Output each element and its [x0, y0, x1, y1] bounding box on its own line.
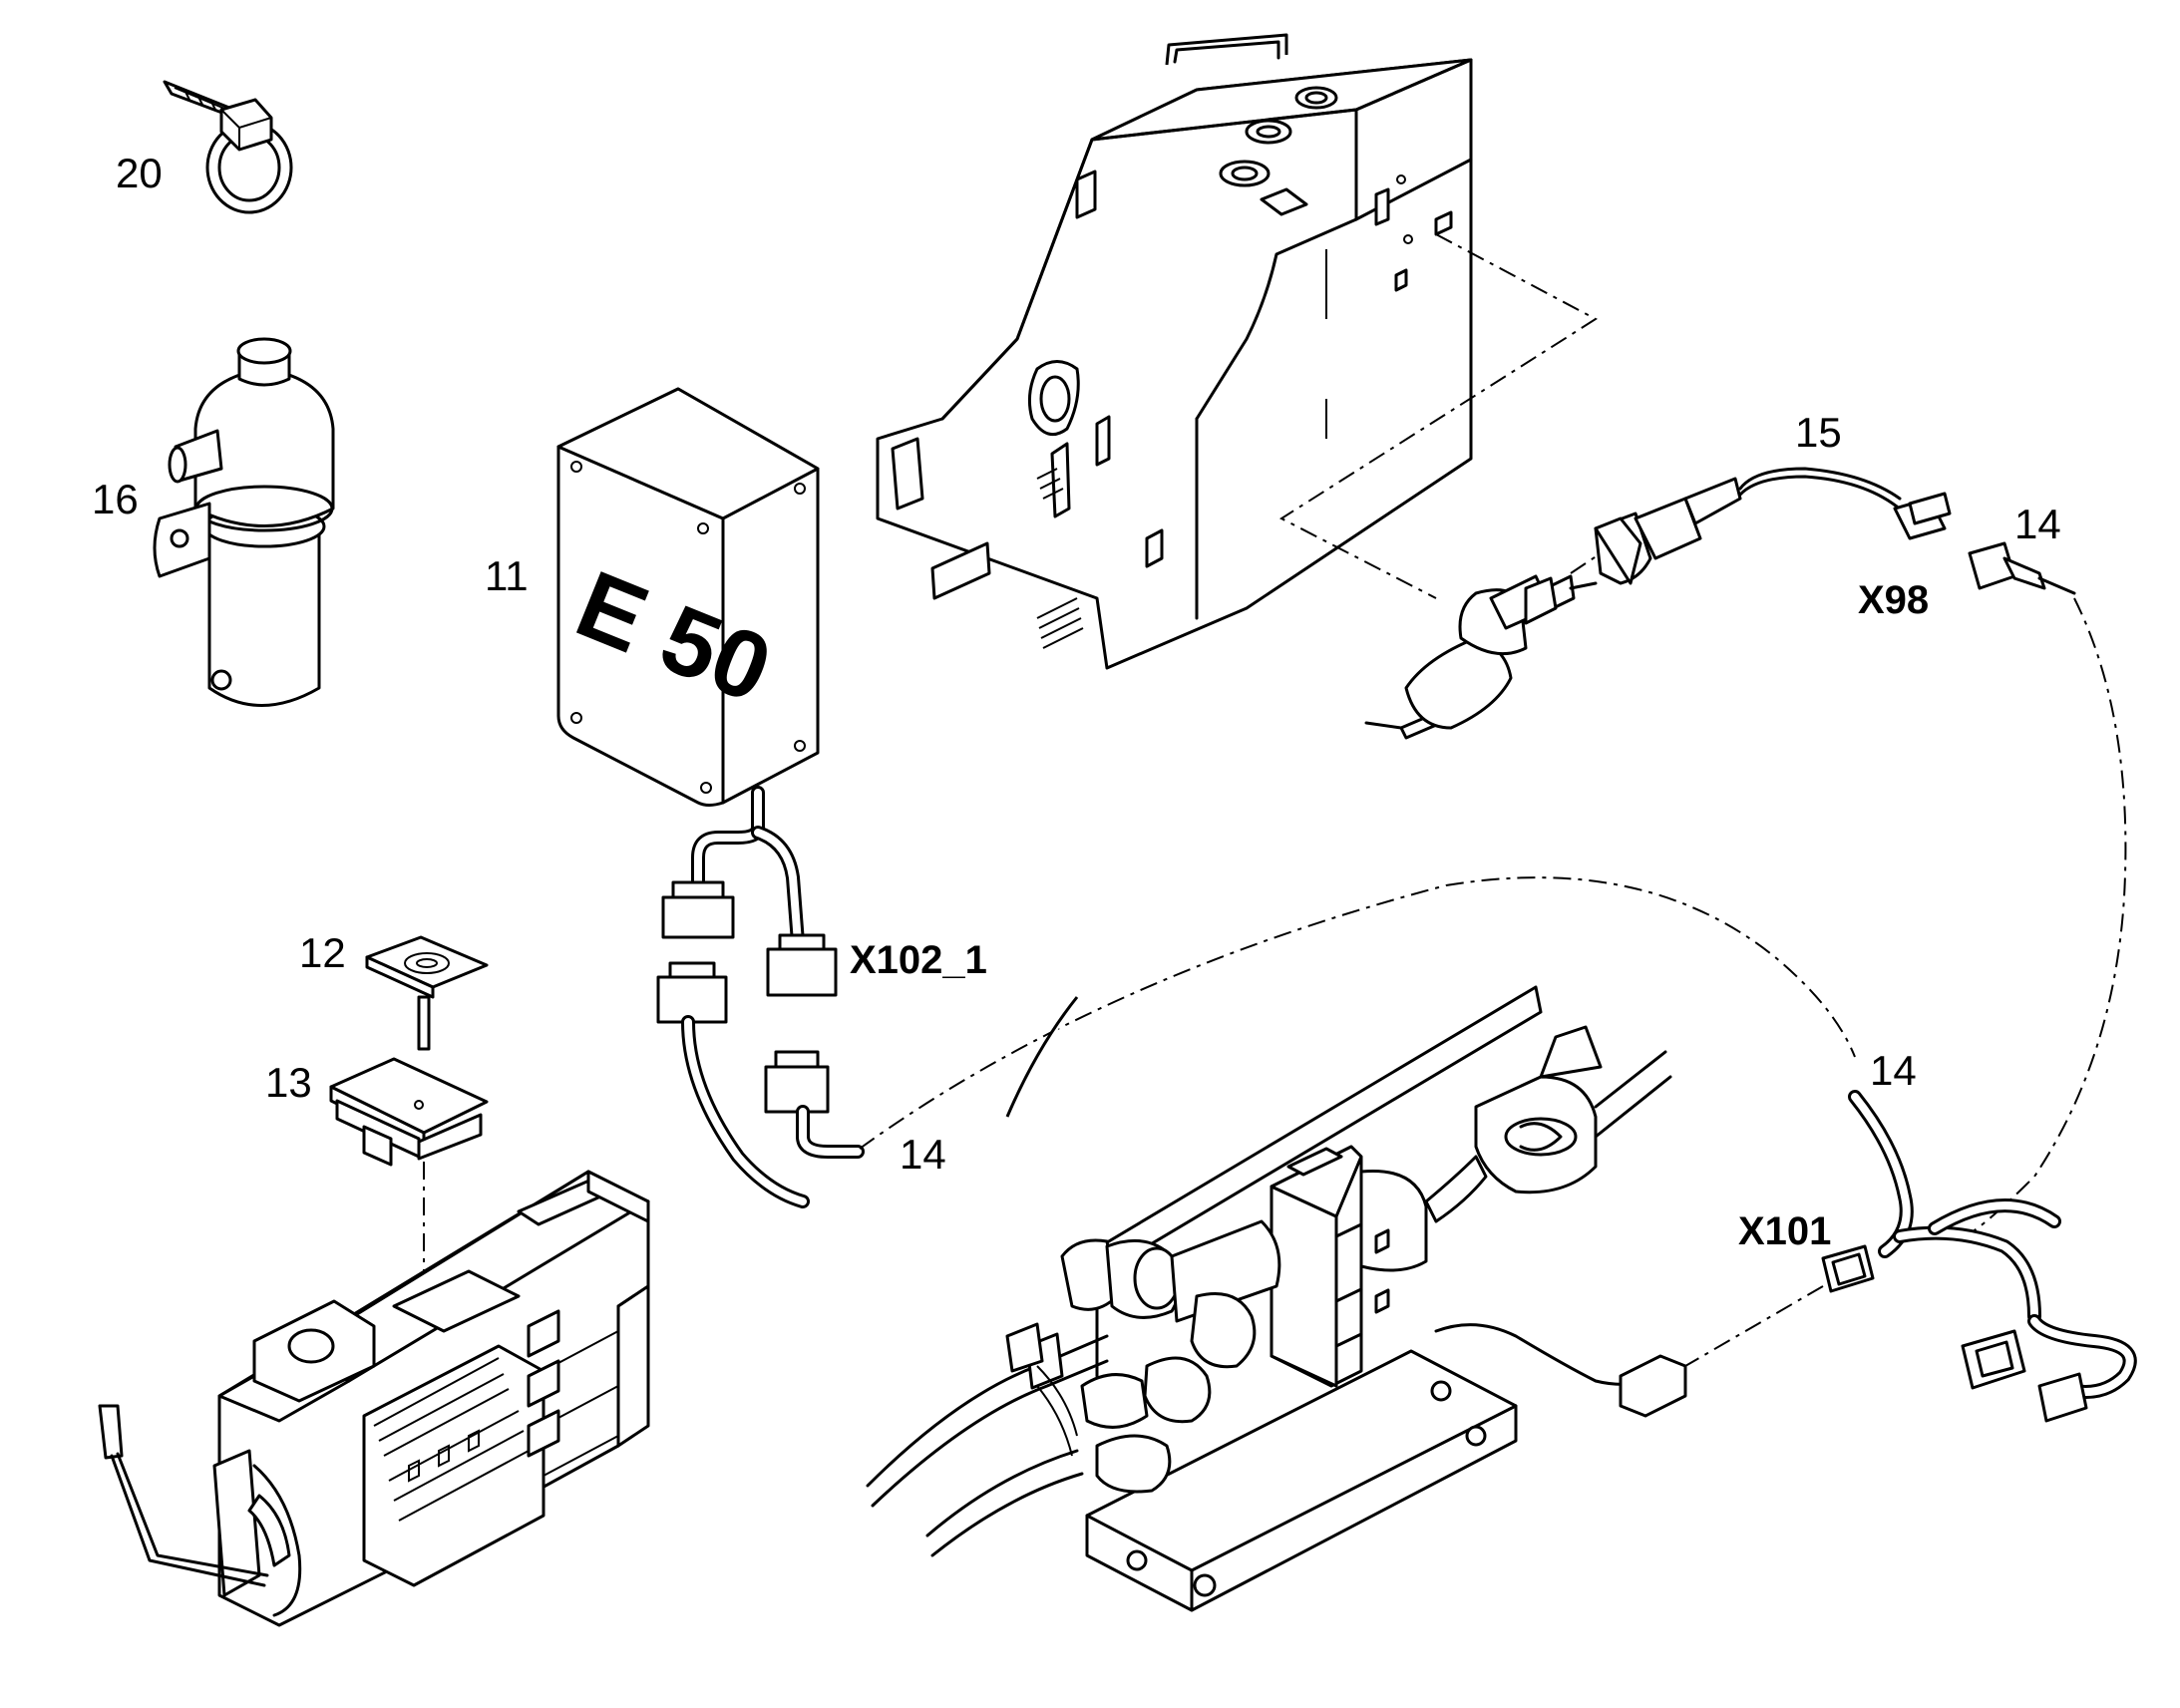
connector-part-14-upper	[1968, 541, 2076, 595]
sensor-cable-part-15	[1594, 467, 1952, 585]
label-part-13: 13	[265, 1059, 312, 1106]
label-part-12: 12	[299, 929, 346, 976]
cable-tie-part-20	[163, 80, 293, 214]
dash-pump-to-connector	[1570, 552, 1602, 574]
label-part-14-left: 14	[900, 1131, 946, 1178]
label-connector-x98: X98	[1858, 578, 1929, 622]
label-part-20: 20	[116, 150, 163, 196]
label-connector-x101: X101	[1738, 1209, 1831, 1253]
label-connector-x102-1: X102_1	[850, 938, 987, 982]
dash-x101-to-heater	[1684, 1285, 1824, 1367]
dosing-pump-assembly	[1364, 574, 1598, 740]
label-part-14-lower: 14	[1870, 1047, 1917, 1094]
control-box-part-11: E 50	[556, 387, 838, 997]
heater-housing-top	[876, 33, 1473, 670]
control-housing-assembly	[98, 1170, 650, 1627]
label-part-16: 16	[92, 476, 139, 522]
label-part-11: 11	[485, 552, 529, 599]
dash-housing-to-sensor	[1278, 233, 1598, 599]
panel-part-12	[365, 935, 489, 1051]
heater-unit-assembly	[866, 985, 1687, 1612]
connector-pair-left	[656, 961, 865, 1208]
board-part-13	[329, 1057, 489, 1167]
fuel-pump-part-16	[153, 337, 335, 707]
label-part-14-upper: 14	[2014, 501, 2061, 547]
label-part-15: 15	[1795, 409, 1842, 456]
wiring-harness-lower	[1821, 1090, 2137, 1423]
dash-right-cable	[1964, 597, 2127, 1237]
dash-center-cable	[859, 876, 1856, 1150]
